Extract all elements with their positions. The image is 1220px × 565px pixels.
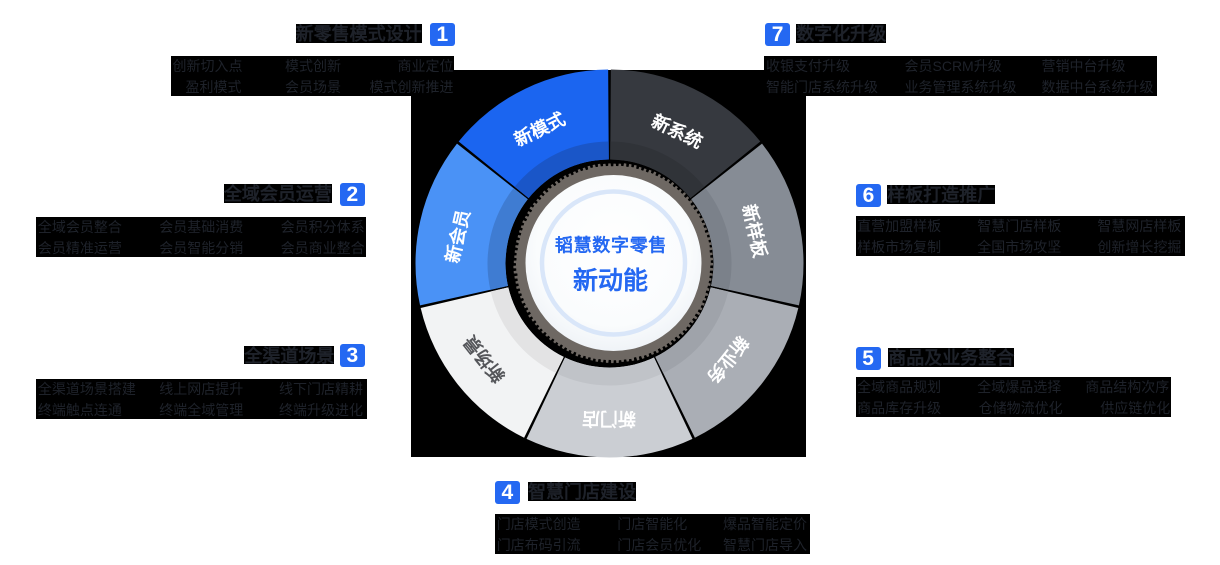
svg-text:新动能: 新动能	[573, 266, 648, 295]
svg-text:新门店: 新门店	[582, 409, 636, 430]
svg-text:韬慧数字零售: 韬慧数字零售	[555, 235, 667, 256]
